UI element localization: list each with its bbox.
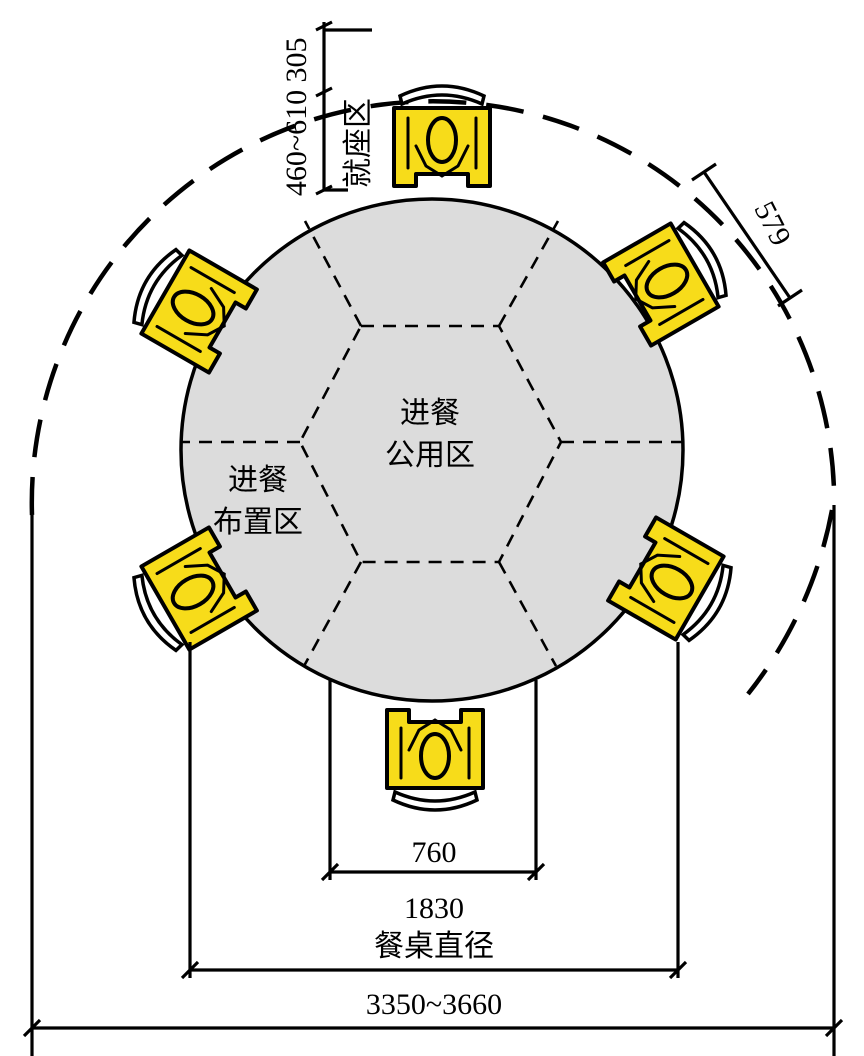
dining-table — [179, 197, 685, 703]
seating-zone-label: 就座区 — [341, 98, 376, 188]
clearance-boundary-tail — [746, 509, 835, 696]
seat-spacing-dimension — [320, 680, 546, 882]
top-clearance-label: 305 — [280, 38, 313, 83]
shoulder-dimension — [691, 162, 803, 308]
shoulder-width-label: 579 — [748, 196, 798, 251]
public-zone-label-1: 进餐 — [400, 396, 460, 431]
seated-diner-icon — [385, 708, 485, 812]
seat-spacing-label: 760 — [412, 836, 457, 869]
setting-zone-label-2: 布置区 — [213, 505, 303, 540]
top-dimension — [315, 20, 372, 196]
setting-zone-label-1: 进餐 — [228, 463, 288, 498]
seat-depth-label: 460~610 — [280, 90, 313, 196]
table-diameter-value: 1830 — [404, 892, 464, 925]
clearance-boundary — [29, 99, 837, 516]
table-diameter-dimension — [180, 642, 688, 980]
table-diameter-caption: 餐桌直径 — [374, 929, 494, 964]
overall-width-dimension — [22, 505, 844, 1056]
public-zone-label-2: 公用区 — [385, 438, 475, 473]
overall-width-label: 3350~3660 — [366, 988, 502, 1021]
zone-divisions — [182, 220, 682, 667]
